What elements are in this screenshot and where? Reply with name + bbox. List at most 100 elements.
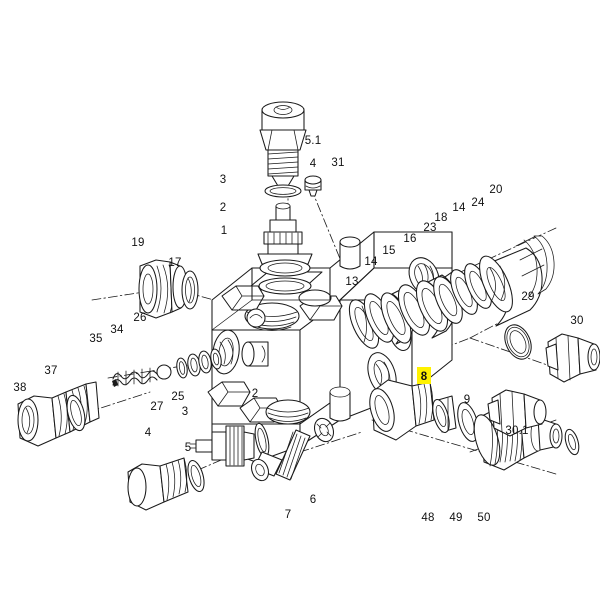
part-label-8[interactable]: 8 bbox=[417, 367, 431, 384]
part-label-30-1[interactable]: 30.1 bbox=[505, 425, 528, 437]
part-label-34[interactable]: 34 bbox=[110, 324, 124, 336]
part-label-6[interactable]: 6 bbox=[310, 494, 317, 506]
part-number-text: 19 bbox=[131, 237, 144, 249]
part-label-23[interactable]: 23 bbox=[423, 222, 436, 234]
seal-pack bbox=[415, 274, 463, 339]
piston-head-20 bbox=[479, 235, 555, 327]
part-number-text: 48 bbox=[421, 512, 434, 524]
part-label-2[interactable]: 2 bbox=[252, 388, 259, 400]
part-number-text: 50 bbox=[477, 512, 490, 524]
small-spool-5 bbox=[189, 422, 270, 467]
plug-30 bbox=[545, 333, 600, 383]
knurl-pattern bbox=[489, 409, 523, 467]
part-label-24[interactable]: 24 bbox=[471, 197, 485, 209]
thread-bore-top bbox=[246, 311, 298, 331]
part-label-7[interactable]: 7 bbox=[285, 509, 292, 521]
part-label-2[interactable]: 2 bbox=[220, 202, 227, 214]
part-label-15[interactable]: 15 bbox=[382, 245, 395, 257]
part-label-31[interactable]: 31 bbox=[331, 157, 344, 169]
part-number-text: 27 bbox=[150, 401, 163, 413]
washer-49 bbox=[457, 402, 479, 442]
spring bbox=[112, 367, 158, 387]
part-number-text: 34 bbox=[110, 324, 124, 336]
sleeve-48 bbox=[432, 395, 457, 433]
part-label-14[interactable]: 14 bbox=[364, 256, 378, 268]
part-number-text: 17 bbox=[168, 257, 181, 269]
part-number-text: 13 bbox=[345, 276, 358, 288]
part-label-3[interactable]: 3 bbox=[220, 174, 227, 186]
part-number-text: 35 bbox=[89, 333, 102, 345]
part-number-text: 2 bbox=[252, 388, 259, 400]
part-label-50[interactable]: 50 bbox=[477, 512, 490, 524]
part-label-49[interactable]: 49 bbox=[449, 512, 462, 524]
part-label-4[interactable]: 4 bbox=[145, 427, 152, 439]
part-label-27[interactable]: 27 bbox=[150, 401, 163, 413]
part-number-text: 29 bbox=[521, 291, 534, 303]
part-number-text: 5 bbox=[185, 442, 192, 454]
part-number-text: 38 bbox=[13, 382, 26, 394]
part-number-text: 18 bbox=[434, 212, 447, 224]
part-number-text: 7 bbox=[285, 509, 292, 521]
part-number-text: 14 bbox=[364, 256, 378, 268]
spring-seal-kit bbox=[112, 348, 222, 387]
part-label-13[interactable]: 13 bbox=[345, 276, 358, 288]
part-label-37[interactable]: 37 bbox=[44, 365, 57, 377]
part-number-text: 4 bbox=[145, 427, 152, 439]
part-number-text: 9 bbox=[464, 394, 471, 406]
part-label-38[interactable]: 38 bbox=[13, 382, 26, 394]
part-number-text: 49 bbox=[449, 512, 462, 524]
part-number-text: 4 bbox=[310, 158, 317, 170]
part-number-text: 1 bbox=[221, 225, 228, 237]
outlet-connector bbox=[369, 379, 580, 471]
spool-ribs bbox=[267, 232, 299, 245]
part-label-5[interactable]: 5 bbox=[185, 442, 192, 454]
part-number-text: 8 bbox=[421, 371, 428, 383]
part-label-20[interactable]: 20 bbox=[489, 184, 502, 196]
part-label-30[interactable]: 30 bbox=[570, 315, 583, 327]
part-label-1[interactable]: 1 bbox=[221, 225, 228, 237]
part-number-text: 23 bbox=[423, 222, 436, 234]
part-number-text: 15 bbox=[382, 245, 395, 257]
part-label-29[interactable]: 29 bbox=[521, 291, 534, 303]
part-number-text: 30 bbox=[570, 315, 583, 327]
part-label-35[interactable]: 35 bbox=[89, 333, 102, 345]
part-number-text: 16 bbox=[403, 233, 416, 245]
part-label-25[interactable]: 25 bbox=[171, 391, 184, 403]
part-label-48[interactable]: 48 bbox=[421, 512, 434, 524]
plug-30-1 bbox=[487, 389, 547, 437]
part-label-4[interactable]: 4 bbox=[310, 158, 317, 170]
thread-shank bbox=[267, 151, 299, 175]
part-number-text: 31 bbox=[331, 157, 344, 169]
part-number-text: 25 bbox=[171, 391, 184, 403]
top-cartridge-valve bbox=[257, 101, 322, 295]
part-number-text: 24 bbox=[471, 197, 485, 209]
lower-fitting-4 bbox=[127, 457, 205, 511]
left-plug-fitting bbox=[138, 259, 199, 319]
part-number-text: 30.1 bbox=[505, 425, 528, 437]
part-number-text: 26 bbox=[133, 312, 146, 324]
label-highlight-box bbox=[417, 367, 431, 384]
part-label-14[interactable]: 14 bbox=[452, 202, 466, 214]
thread-grooves bbox=[278, 431, 306, 480]
part-number-text: 3 bbox=[220, 174, 227, 186]
part-label-9[interactable]: 9 bbox=[464, 394, 471, 406]
thread-grooves bbox=[165, 457, 188, 501]
right-seal-stack bbox=[348, 235, 555, 349]
part-number-text: 37 bbox=[44, 365, 57, 377]
part-number-text: 6 bbox=[310, 494, 317, 506]
part-label-5-1[interactable]: 5.1 bbox=[305, 135, 322, 147]
part-label-17[interactable]: 17 bbox=[168, 257, 181, 269]
part-label-3[interactable]: 3 bbox=[182, 406, 189, 418]
part-label-19[interactable]: 19 bbox=[131, 237, 144, 249]
part-label-16[interactable]: 16 bbox=[403, 233, 416, 245]
part-label-18[interactable]: 18 bbox=[434, 212, 447, 224]
part-number-text: 3 bbox=[182, 406, 189, 418]
right-plug-set bbox=[487, 324, 600, 437]
screw-7 bbox=[250, 429, 311, 482]
washer-6 bbox=[313, 417, 335, 443]
part-label-26[interactable]: 26 bbox=[133, 312, 146, 324]
part-number-text: 20 bbox=[489, 184, 502, 196]
